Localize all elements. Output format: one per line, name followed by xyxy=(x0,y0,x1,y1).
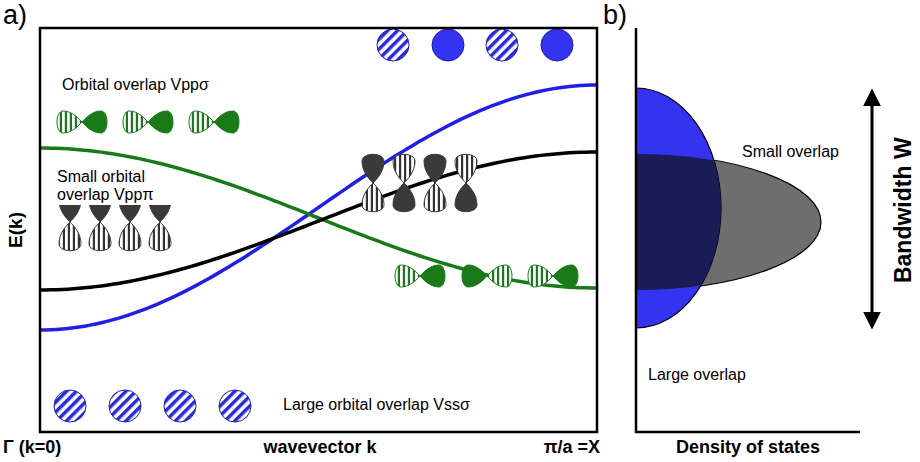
orbital-label: Orbital overlap Vppσ xyxy=(62,76,209,94)
s-orbital xyxy=(109,390,141,422)
panel-letter: a) xyxy=(3,0,27,31)
axis-tick-label: π/a =X xyxy=(544,437,600,458)
density-of-states xyxy=(636,88,821,328)
p-orbital-lobe xyxy=(362,183,384,212)
s-orbital xyxy=(219,390,251,422)
orbital-label: Large orbital overlap Vssσ xyxy=(283,396,470,414)
band-curve xyxy=(40,85,597,330)
p-orbital-lobe xyxy=(393,183,415,212)
p-orbital-lobe xyxy=(89,222,111,251)
p-orbital-lobe xyxy=(395,265,420,287)
dos-label: Small overlap xyxy=(742,143,839,161)
bandwidth-arrow xyxy=(871,92,874,326)
axis-label: Bandwidth W xyxy=(890,137,916,283)
p-orbital-lobe xyxy=(119,222,141,251)
p-orbital-lobe xyxy=(553,265,578,287)
p-orbital-lobe xyxy=(148,111,173,133)
panel-letter: b) xyxy=(603,0,627,31)
p-orbital-lobe xyxy=(57,111,82,133)
p-orbital-lobe xyxy=(424,154,446,183)
p-orbital-lobe xyxy=(420,265,445,287)
s-orbital xyxy=(54,390,86,422)
p-orbital-lobe xyxy=(455,154,477,183)
p-orbital-lobe xyxy=(149,222,171,251)
p-orbital-lobe xyxy=(487,265,512,287)
p-orbital-lobe xyxy=(189,111,214,133)
p-orbital-lobe xyxy=(123,111,148,133)
p-orbital-lobe xyxy=(424,183,446,212)
band-curve xyxy=(40,148,597,288)
orbital-label: Small orbital overlap Vppπ xyxy=(57,168,172,205)
p-orbital-lobe xyxy=(462,265,487,287)
s-orbital xyxy=(164,390,196,422)
axis-label: E(k) xyxy=(5,212,27,248)
p-orbital-lobe xyxy=(393,154,415,183)
p-orbital-lobe xyxy=(59,222,81,251)
band-curve xyxy=(40,152,597,290)
s-orbital xyxy=(541,29,573,61)
axis-label: Density of states xyxy=(676,437,820,458)
p-orbital-lobe xyxy=(528,265,553,287)
axes xyxy=(40,28,860,432)
p-orbital-lobe xyxy=(214,111,239,133)
s-orbital xyxy=(432,29,464,61)
p-orbital-lobe xyxy=(82,111,107,133)
dos-label: Large overlap xyxy=(648,366,746,384)
axis-tick-label: Γ (k=0) xyxy=(3,437,61,458)
s-orbital xyxy=(486,29,518,61)
s-orbital xyxy=(377,29,409,61)
axis-label: wavevector k xyxy=(263,437,376,458)
p-orbital-lobe xyxy=(455,183,477,212)
p-orbital-lobe xyxy=(362,154,384,183)
